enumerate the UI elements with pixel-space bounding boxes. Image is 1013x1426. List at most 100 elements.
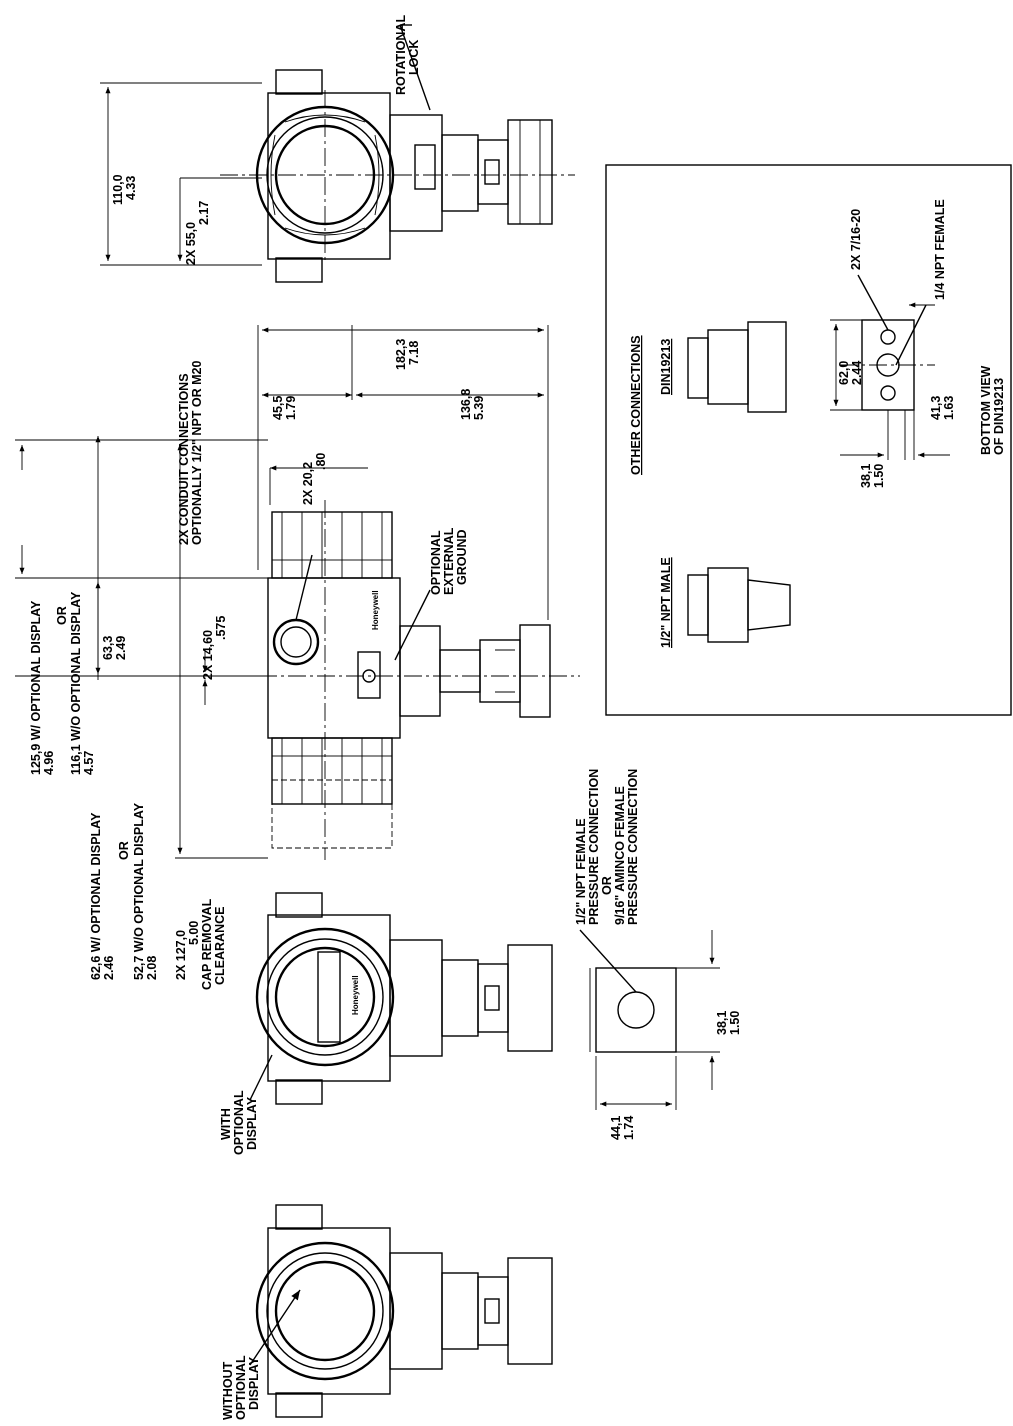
svg-text:1.50: 1.50 [872, 464, 886, 488]
label-bottom-view: BOTTOM VIEW OF DIN19213 [979, 365, 1006, 455]
svg-text:45,5: 45,5 [271, 396, 285, 420]
label-38-a: 38,1 1.50 [715, 1011, 742, 1035]
svg-text:GROUND: GROUND [455, 529, 469, 585]
svg-text:DISPLAY: DISPLAY [245, 1096, 259, 1150]
pressure-connection-view [579, 929, 720, 1110]
svg-text:.575: .575 [214, 616, 228, 640]
svg-text:CAP REMOVAL: CAP REMOVAL [200, 898, 214, 990]
svg-text:2.08: 2.08 [145, 956, 159, 980]
label-14: 2X 14,60 .575 [201, 616, 228, 680]
svg-text:1.50: 1.50 [728, 1011, 742, 1035]
svg-text:2.17: 2.17 [197, 201, 211, 225]
svg-text:4.33: 4.33 [124, 176, 138, 200]
svg-text:38,1: 38,1 [859, 464, 873, 488]
svg-text:OPTIONAL: OPTIONAL [234, 1355, 248, 1420]
svg-text:136,8: 136,8 [459, 389, 473, 420]
svg-text:2X 55,0: 2X 55,0 [184, 222, 198, 265]
svg-text:Honeywell: Honeywell [351, 975, 360, 1015]
label-41: 41,3 1.63 [929, 396, 956, 420]
svg-text:1.79: 1.79 [284, 396, 298, 420]
svg-text:OPTIONAL: OPTIONAL [429, 530, 443, 595]
svg-text:4.57: 4.57 [82, 751, 96, 775]
svg-text:5.39: 5.39 [472, 396, 486, 420]
svg-text:9/16" AMINCO FEMALE: 9/16" AMINCO FEMALE [613, 786, 627, 925]
svg-text:2X CONDUIT CONNECTIONS: 2X CONDUIT CONNECTIONS [177, 373, 191, 545]
label-45: 45,5 1.79 [271, 396, 298, 420]
label-din19213: DIN19213 [659, 339, 673, 395]
svg-text:OR: OR [117, 841, 131, 860]
svg-text:DISPLAY: DISPLAY [247, 1356, 261, 1410]
svg-text:WITHOUT: WITHOUT [221, 1361, 235, 1420]
dim-side-left [15, 436, 268, 859]
svg-text:ROTATIONAL: ROTATIONAL [394, 15, 408, 95]
svg-text:WITH: WITH [219, 1108, 233, 1140]
din19213-fitting [687, 321, 787, 413]
label-62: 62,0 2.44 [837, 361, 864, 385]
svg-text:41,3: 41,3 [929, 396, 943, 420]
front-view-with-display [249, 892, 553, 1105]
side-view-transmitter [230, 500, 580, 860]
svg-text:OR: OR [55, 606, 69, 625]
svg-text:OPTIONALLY 1/2" NPT OR M20: OPTIONALLY 1/2" NPT OR M20 [190, 361, 204, 545]
label-optional-ground: OPTIONAL EXTERNAL GROUND [429, 527, 469, 595]
label-cap-removal: 2X 127,0 5.00 CAP REMOVAL CLEARANCE [174, 898, 227, 990]
svg-text:Honeywell: Honeywell [371, 590, 380, 630]
label-with-optional-display: WITH OPTIONAL DISPLAY [219, 1090, 259, 1155]
label-44: 44,1 1.74 [609, 1116, 636, 1140]
svg-text:.80: .80 [314, 453, 328, 470]
svg-text:4.96: 4.96 [42, 751, 56, 775]
label-rotational-lock: ROTATIONAL LOCK [394, 15, 421, 95]
svg-text:63,3: 63,3 [101, 636, 115, 660]
top-view-transmitter [220, 24, 575, 283]
svg-text:PRESSURE CONNECTION: PRESSURE CONNECTION [587, 769, 601, 925]
svg-text:52,7 W/O OPTIONAL DISPLAY: 52,7 W/O OPTIONAL DISPLAY [132, 802, 146, 980]
svg-text:CLEARANCE: CLEARANCE [213, 907, 227, 985]
svg-text:BOTTOM VIEW: BOTTOM VIEW [979, 365, 993, 455]
label-38-b: 38,1 1.50 [859, 464, 886, 488]
label-125-with-display: 125,9 W/ OPTIONAL DISPLAY 4.96 OR 116,1 … [29, 591, 96, 775]
label-pressure-connection: 1/2" NPT FEMALE PRESSURE CONNECTION OR 9… [574, 769, 640, 925]
label-136: 136,8 5.39 [459, 389, 486, 420]
svg-text:PRESSURE CONNECTION: PRESSURE CONNECTION [626, 769, 640, 925]
svg-text:38,1: 38,1 [715, 1011, 729, 1035]
svg-text:1/2" NPT FEMALE: 1/2" NPT FEMALE [574, 818, 588, 925]
svg-text:2.46: 2.46 [102, 956, 116, 980]
svg-text:7.18: 7.18 [407, 341, 421, 365]
label-62-with-display: 62,6 W/ OPTIONAL DISPLAY 2.46 OR 52,7 W/… [89, 802, 159, 980]
svg-text:2X 14,60: 2X 14,60 [201, 630, 215, 680]
npt-male-fitting [687, 567, 791, 643]
svg-text:1/4 NPT FEMALE: 1/4 NPT FEMALE [933, 199, 947, 300]
label-top-55: 2X 55,0 2.17 [184, 201, 211, 265]
svg-text:2X 20,2: 2X 20,2 [301, 462, 315, 505]
svg-text:110,0: 110,0 [111, 174, 125, 205]
label-7-16: 2X 7/16-20 [849, 209, 863, 270]
svg-text:1.74: 1.74 [622, 1116, 636, 1140]
label-npt-male: 1/2" NPT MALE [659, 557, 673, 648]
svg-text:2X 127,0: 2X 127,0 [174, 930, 188, 980]
dim-side-182 [257, 325, 549, 620]
label-63: 63,3 2.49 [101, 636, 128, 660]
other-connections-box [605, 164, 1012, 716]
svg-text:1/2" NPT MALE: 1/2" NPT MALE [659, 557, 673, 648]
honeywell-logo: Honeywell Honeywell [351, 590, 380, 1015]
label-without-optional-display: WITHOUT OPTIONAL DISPLAY [221, 1355, 261, 1420]
svg-text:LOCK: LOCK [407, 40, 421, 75]
svg-text:116,1 W/O OPTIONAL DISPLAY: 116,1 W/O OPTIONAL DISPLAY [69, 591, 83, 775]
svg-text:62,6 W/ OPTIONAL DISPLAY: 62,6 W/ OPTIONAL DISPLAY [89, 812, 103, 980]
label-conduit-connections: 2X CONDUIT CONNECTIONS OPTIONALLY 1/2" N… [177, 361, 204, 545]
svg-text:2X 7/16-20: 2X 7/16-20 [849, 209, 863, 270]
svg-text:125,9 W/ OPTIONAL DISPLAY: 125,9 W/ OPTIONAL DISPLAY [29, 600, 43, 775]
svg-text:44,1: 44,1 [609, 1116, 623, 1140]
svg-text:OR: OR [600, 876, 614, 895]
svg-text:62,0: 62,0 [837, 361, 851, 385]
front-view-without-display [249, 1204, 553, 1418]
label-other-connections: OTHER CONNECTIONS [629, 335, 643, 475]
label-top-110: 110,0 4.33 [111, 174, 138, 205]
svg-text:5.00: 5.00 [187, 921, 201, 945]
dim-top-110 [100, 82, 262, 266]
svg-text:OF DIN19213: OF DIN19213 [992, 378, 1006, 455]
svg-text:1.63: 1.63 [942, 396, 956, 420]
label-20: 2X 20,2 .80 [301, 453, 328, 505]
din19213-bottom-view [830, 274, 950, 460]
